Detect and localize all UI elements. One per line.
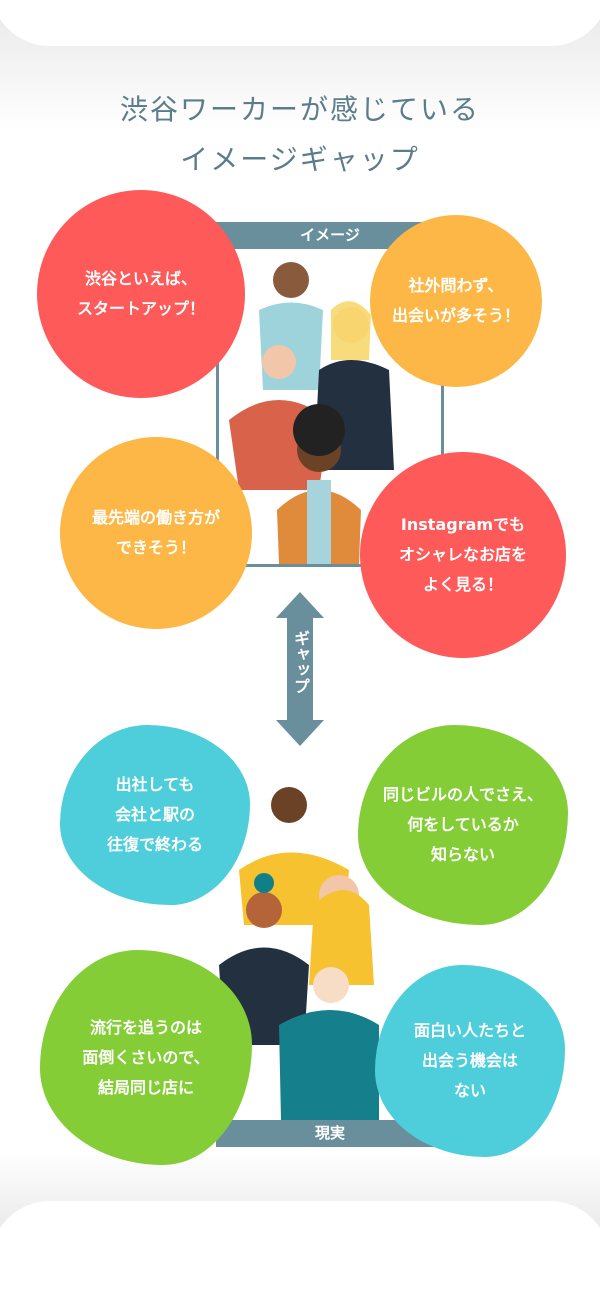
bubble-text: 何をしているか [407,815,519,834]
bubble-text: Instagramでも [400,515,526,534]
gap-label: ギャップ [291,630,310,694]
bubble-text: 出会いが多そう！ [391,306,520,325]
gap-arrow-icon [276,592,324,746]
bubble-text: スタートアップ！ [76,299,205,318]
bubble-text: オシャレなお店を [398,545,527,564]
top-panel [0,0,600,46]
bubble-text: 会社と駅の [114,805,195,824]
bubble-text: 結局同じ店に [97,1077,194,1097]
bubble-text: 面倒くさいので、 [82,1047,210,1067]
bubble-text: 面白い人たちと [413,1021,526,1040]
reality-bubble-building: 同じビルの人でさえ、何をしているか知らない [358,725,568,925]
bubble-text: 最先端の働き方が [91,508,220,527]
bubble-text: 同じビルの人でさえ、 [382,785,543,804]
bottom-panel [0,1201,600,1291]
title-line-2: イメージギャップ [180,143,420,176]
people-illustration-image [229,262,394,564]
bubble-text: できそう！ [115,538,196,557]
bubble-text: 出会う機会は [421,1051,518,1070]
bubble-text: 出社しても [115,775,195,794]
image-bubble-encounters: 社外問わず、出会いが多そう！ [370,215,542,387]
image-bubble-instagram: Instagramでもオシャレなお店をよく見る！ [360,452,566,658]
people-illustration-reality [219,787,379,1120]
bubble-text: 渋谷といえば、 [84,269,197,288]
reality-bubble-commute: 出社しても会社と駅の往復で終わる [60,725,250,905]
bubble-text: 社外問わず、 [408,276,504,295]
reality-bubble-people: 面白い人たちと出会う機会はない [375,965,565,1157]
bubble-text: 流行を追うのは [89,1017,202,1037]
image-bubble-startup: 渋谷といえば、スタートアップ！ [37,190,245,398]
bubble-text: よく見る！ [422,575,503,594]
image-bubble-workstyle: 最先端の働き方ができそう！ [60,437,252,629]
bubble-text: 往復で終わる [106,835,203,854]
bubble-text: ない [453,1081,486,1100]
title-line-1: 渋谷ワーカーが感じている [119,93,480,126]
bubble-text: 知らない [430,845,495,864]
reality-bubble-trends: 流行を追うのは面倒くさいので、結局同じ店に [40,950,252,1165]
